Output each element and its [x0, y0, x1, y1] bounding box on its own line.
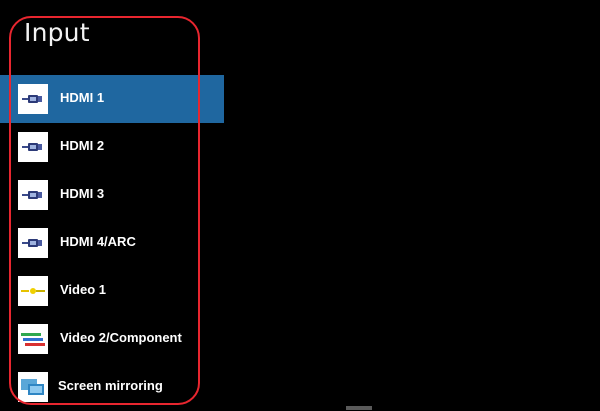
input-item-hdmi-1[interactable]: HDMI 1 — [0, 75, 224, 123]
screen-mirroring-icon — [18, 372, 48, 402]
input-item-screen-mirroring[interactable]: Screen mirroring — [0, 363, 224, 411]
input-item-label: HDMI 4/ARC — [60, 234, 136, 249]
input-item-hdmi-2[interactable]: HDMI 2 — [0, 123, 224, 171]
input-item-label: Video 1 — [60, 282, 107, 297]
input-item-label: Screen mirroring — [58, 378, 163, 393]
input-panel: Input HDMI 1 HD — [0, 0, 224, 411]
input-item-video-1[interactable]: Video 1 — [0, 267, 224, 315]
page-title: Input — [24, 18, 90, 47]
input-item-hdmi-4-arc[interactable]: HDMI 4/ARC — [0, 219, 224, 267]
input-item-label: Video 2/Component — [60, 330, 182, 345]
hdmi-icon — [18, 228, 48, 258]
input-item-label: HDMI 3 — [60, 186, 105, 201]
component-video-icon — [18, 324, 48, 354]
input-item-hdmi-3[interactable]: HDMI 3 — [0, 171, 224, 219]
composite-video-icon — [18, 276, 48, 306]
input-item-label: HDMI 1 — [60, 90, 105, 105]
input-item-label: HDMI 2 — [60, 138, 105, 153]
input-item-video-2-component[interactable]: Video 2/Component — [0, 315, 224, 363]
hdmi-icon — [18, 180, 48, 210]
hdmi-icon — [18, 84, 48, 114]
hdmi-icon — [18, 132, 48, 162]
bottom-indicator — [346, 406, 372, 410]
input-list: HDMI 1 HDMI 2 — [0, 75, 224, 411]
